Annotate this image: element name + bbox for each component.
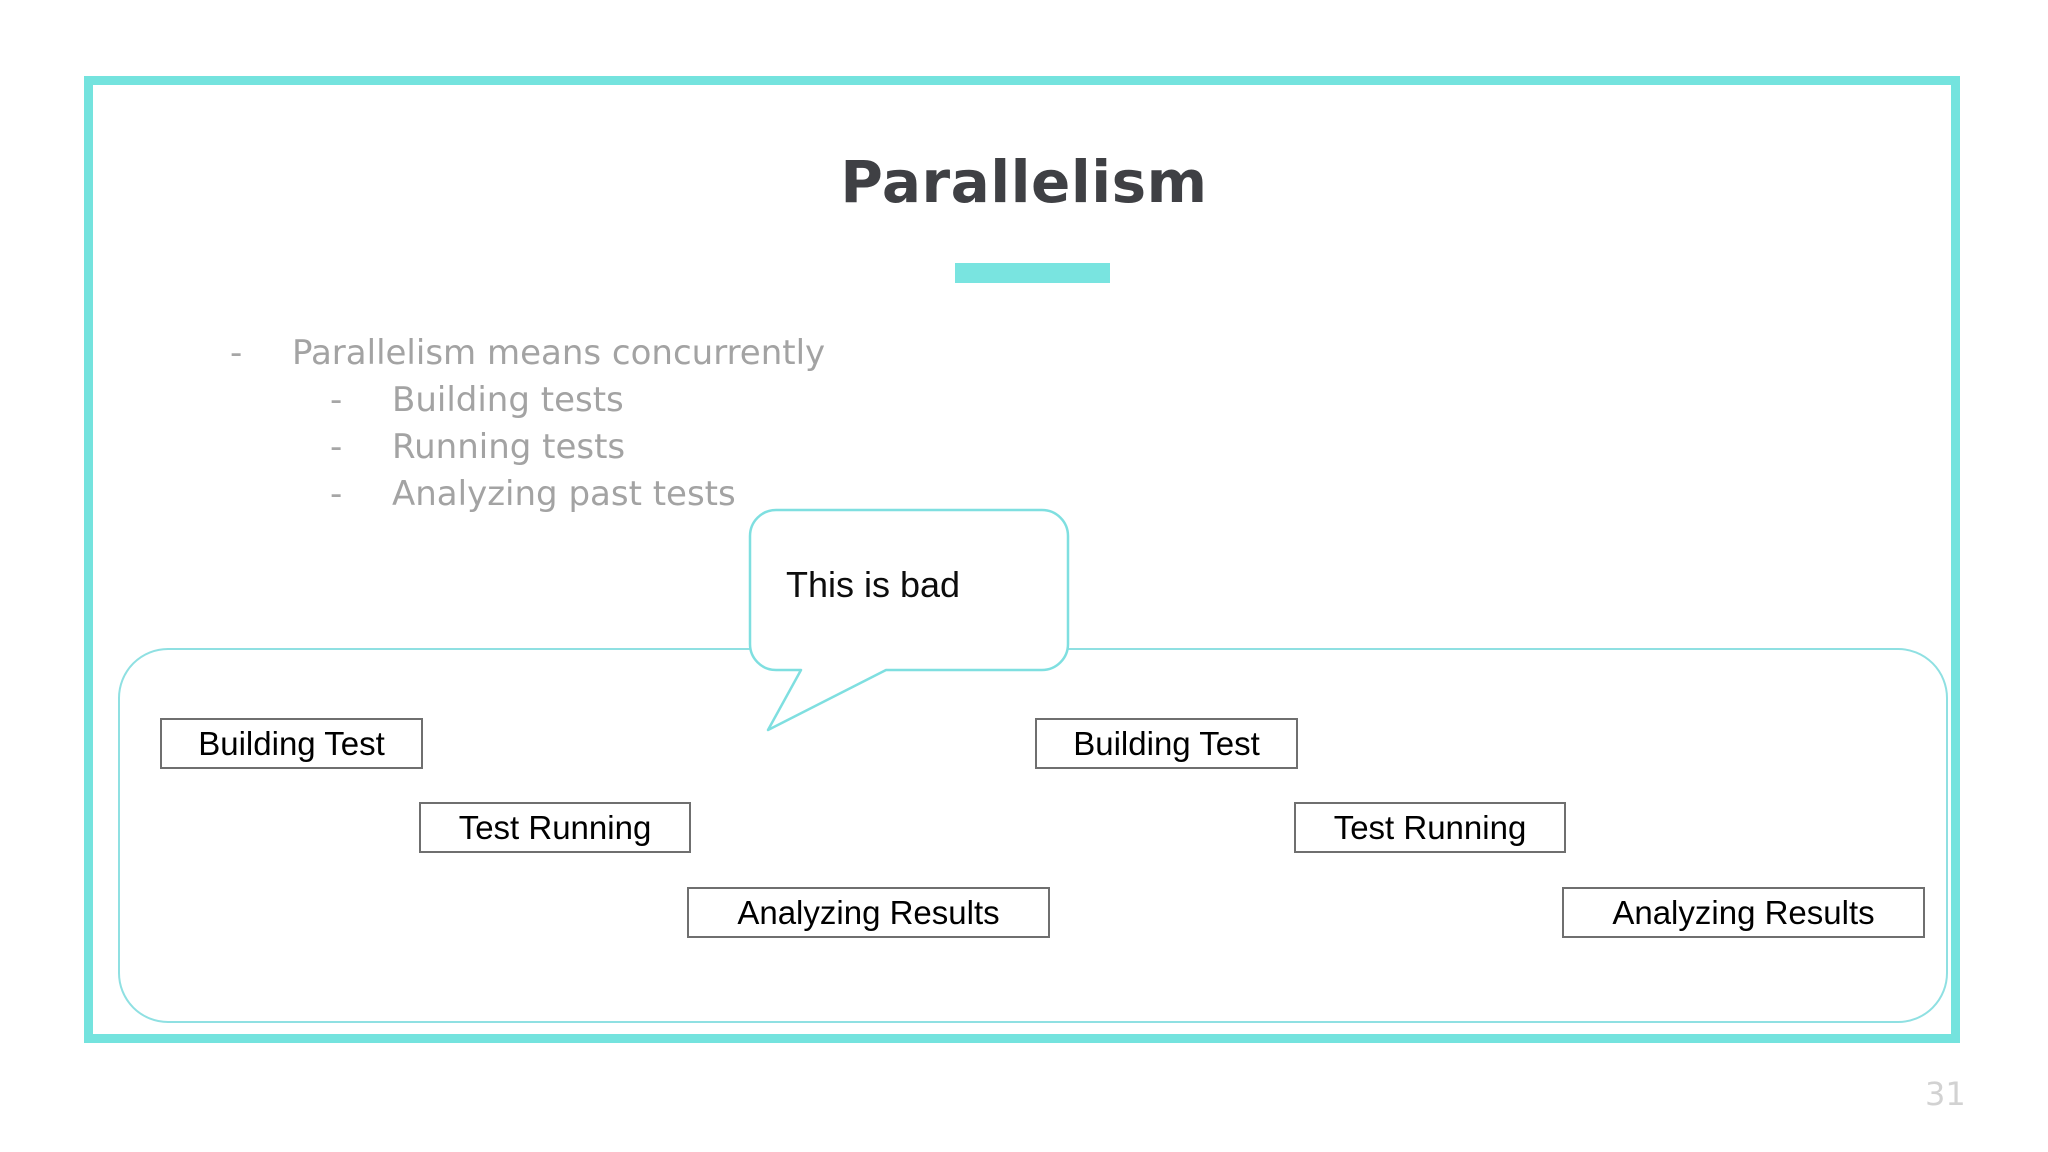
bullet-dash-icon: - [330,474,343,514]
title-accent-bar [955,263,1110,283]
process-box[interactable]: Building Test [160,718,423,769]
bullet-dash-icon: - [330,427,343,467]
bullet-text: Analyzing past tests [392,474,736,514]
list-item: - Running tests [330,424,825,471]
list-item: - Building tests [330,377,825,424]
page-number: 31 [1925,1075,1966,1113]
process-box[interactable]: Test Running [419,802,691,853]
callout-text: This is bad [786,564,961,605]
bullet-text: Building tests [392,380,624,420]
bullet-text: Running tests [392,427,626,467]
callout-bubble-shape [748,508,1070,732]
process-box[interactable]: Analyzing Results [1562,887,1925,938]
bullet-dash-icon: - [230,333,243,373]
page-title: Parallelism [840,148,1208,216]
list-item: - Analyzing past tests [330,471,825,518]
process-box[interactable]: Building Test [1035,718,1298,769]
callout-bubble: This is bad [748,508,1070,732]
bullet-dash-icon: - [330,380,343,420]
bullet-list: - Parallelism means concurrently - Build… [230,330,825,518]
slide-frame-border [84,76,1960,1043]
process-box[interactable]: Analyzing Results [687,887,1050,938]
list-item: - Parallelism means concurrently [230,330,825,377]
process-box[interactable]: Test Running [1294,802,1566,853]
bullet-text: Parallelism means concurrently [292,333,826,373]
